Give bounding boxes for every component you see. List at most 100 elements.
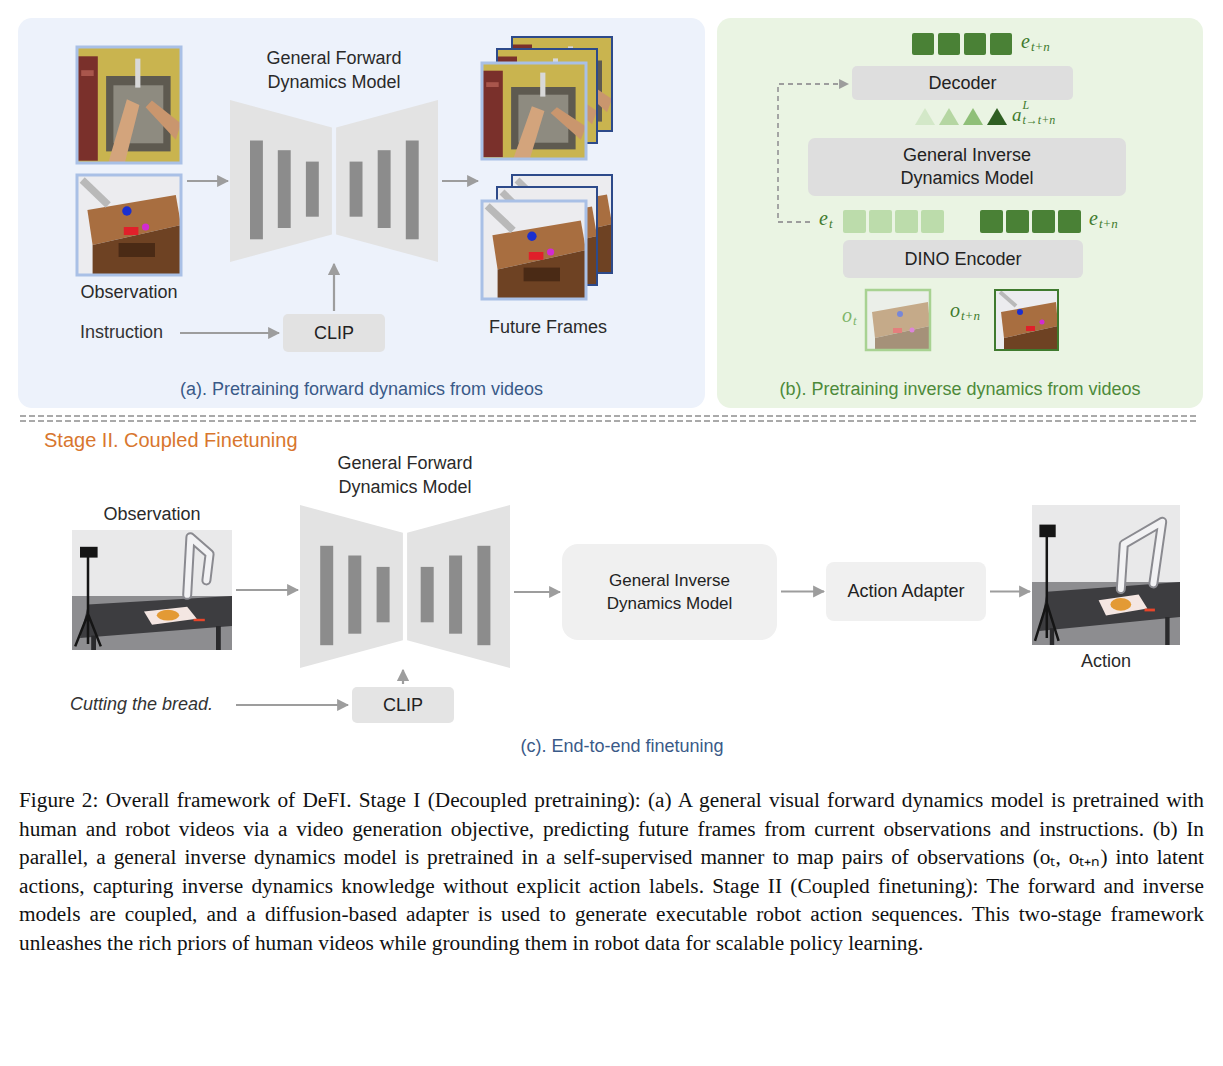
path-shape: [1121, 522, 1162, 589]
rect-shape: [486, 82, 499, 87]
rect-shape: [866, 290, 930, 350]
latent-tokens: [912, 33, 1081, 233]
math-subscript: t: [853, 314, 857, 329]
polygon-shape: [146, 100, 181, 139]
rect-shape: [278, 150, 291, 228]
polygon-shape: [875, 326, 930, 350]
image-illustration: [72, 530, 232, 650]
instruction-arrow: [180, 332, 279, 334]
rect-shape: [482, 201, 586, 299]
rect-shape: [1026, 326, 1035, 331]
rect-shape: [250, 141, 263, 240]
rect-shape: [990, 33, 1012, 55]
panel-caption: (c). End-to-end finetuning: [520, 736, 723, 757]
rect-shape: [72, 530, 232, 650]
image-illustration: [75, 45, 183, 277]
rect-shape: [91, 636, 96, 650]
rect-shape: [348, 556, 361, 634]
image-illustration: [1032, 505, 1180, 645]
path-shape: [1121, 522, 1162, 589]
image-label: Future Frames: [489, 316, 607, 338]
rect-shape: [843, 210, 866, 233]
rect-shape: [378, 150, 391, 228]
math-subscript: t: [829, 217, 833, 232]
flow-arrow: [442, 180, 478, 182]
path-shape: [187, 537, 209, 595]
obs-tn-image: [995, 290, 1058, 350]
polygon-shape: [915, 108, 935, 125]
clip-box: CLIP: [283, 314, 385, 352]
math-subscript: t+n: [1031, 40, 1050, 55]
math-superscript: L: [1023, 99, 1030, 113]
polygon-shape: [1004, 326, 1058, 350]
forward-model: General Forward Dynamics Model: [300, 505, 510, 668]
rect-shape: [377, 567, 390, 622]
clip-box: CLIP: [352, 687, 454, 723]
rect-shape: [921, 210, 944, 233]
rect-shape: [1039, 525, 1055, 538]
rect-shape: [1032, 210, 1055, 233]
rect-shape: [1032, 582, 1180, 645]
path-shape: [82, 180, 108, 205]
rect-shape: [216, 626, 221, 650]
rect-shape: [350, 162, 363, 217]
math-subscript: t→t+n: [1023, 114, 1056, 128]
rect-shape: [320, 546, 333, 645]
rect-shape: [866, 290, 930, 350]
hourglass-network: [300, 505, 510, 668]
future-frames: Future Frames: [480, 35, 616, 303]
path-shape: [1000, 292, 1016, 306]
polygon-shape: [80, 596, 232, 638]
rect-shape: [482, 63, 586, 159]
rect-shape: [1058, 210, 1081, 233]
polygon-shape: [93, 225, 181, 275]
polygon-shape: [513, 106, 544, 159]
pretrain-panel: (a). Pretraining forward dynamics from v…: [18, 18, 705, 408]
rect-shape: [1006, 210, 1029, 233]
rect-shape: [540, 73, 545, 97]
rect-shape: [77, 47, 181, 163]
ellipse-shape: [157, 610, 179, 621]
input-label: Instruction: [80, 322, 163, 343]
rect-shape: [482, 63, 586, 159]
encoder-box: DINO Encoder: [843, 240, 1083, 278]
polygon-shape: [498, 250, 586, 299]
model-label: General Forward Dynamics Model: [239, 46, 429, 94]
rect-shape: [893, 328, 902, 333]
rect-shape: [449, 556, 462, 634]
polygon-shape: [230, 100, 332, 262]
math-symbol: a: [1012, 104, 1022, 126]
instruction-arrow: [236, 704, 348, 706]
rect-shape: [406, 141, 419, 240]
polygon-shape: [336, 100, 438, 262]
flow-arrow: [333, 264, 335, 311]
rect-shape: [912, 33, 934, 55]
path-shape: [187, 537, 209, 595]
math-subscript: t+n: [961, 309, 980, 324]
robot-action: Action: [1032, 505, 1180, 645]
rect-shape: [964, 33, 986, 55]
rect-shape: [77, 47, 181, 163]
circle-shape: [910, 328, 915, 333]
box-text: CLIP: [314, 322, 354, 345]
decoder-box: Decoder: [852, 66, 1073, 100]
path-shape: [1035, 536, 1059, 641]
rect-shape: [1032, 505, 1180, 645]
rect-shape: [119, 243, 155, 257]
path-shape: [75, 556, 101, 646]
rect-shape: [124, 227, 139, 235]
panel-a-ground: [18, 18, 705, 408]
rect-shape: [895, 210, 918, 233]
instruction-text: Cutting the bread.: [70, 694, 213, 715]
rect-shape: [995, 290, 1058, 350]
circle-shape: [527, 232, 536, 241]
polygon-shape: [144, 607, 197, 625]
rect-shape: [482, 201, 586, 299]
obs-t-image: [866, 290, 930, 350]
hourglass-network: [230, 100, 438, 262]
flow-arrow: [781, 590, 824, 592]
image-illustration: [480, 35, 616, 303]
box-text: DINO Encoder: [904, 248, 1021, 271]
figure-caption: Figure 2: Overall framework of DeFI. Sta…: [19, 786, 1204, 958]
